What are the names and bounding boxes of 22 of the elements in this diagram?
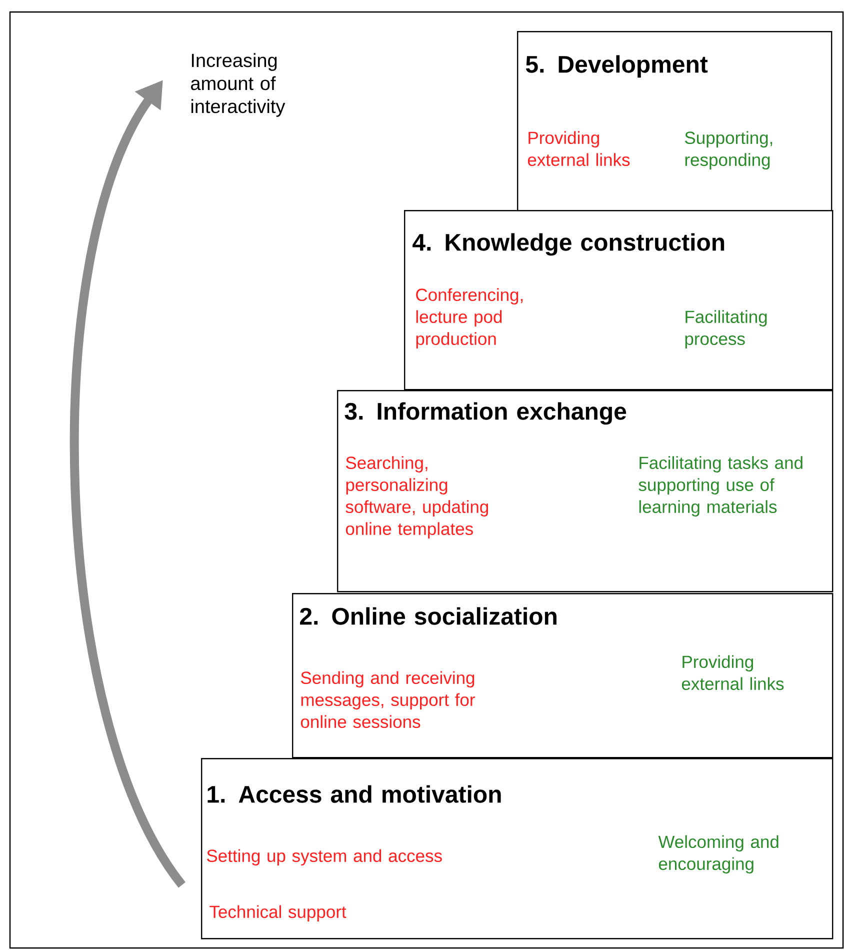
- technical-support-text: Sending and receiving messages, support for online sessions: [300, 671, 475, 728]
- stage-title: 4. Knowledge construction: [412, 233, 724, 256]
- stage-title: 3. Information exchange: [344, 402, 626, 425]
- moderator-role-text: Supporting, responding: [685, 131, 772, 170]
- technical-support-text: Providing external links: [528, 131, 630, 166]
- moderator-role-text: Welcoming and encouraging: [658, 835, 778, 874]
- stage-title: 2. Online socialization: [300, 607, 556, 625]
- stage-title: 5. Development: [526, 55, 708, 78]
- technical-support-text: Technical support: [210, 905, 346, 922]
- axis-label: Increasing amount of interactivity: [191, 53, 286, 117]
- stage-box: [201, 758, 834, 940]
- stage-box: [404, 210, 834, 390]
- technical-support-text: Searching, personalizing software, updating online templates: [346, 456, 488, 538]
- stage-box: [337, 390, 834, 592]
- technical-support-text: Setting up system and access: [207, 849, 442, 866]
- stage-box: [292, 593, 834, 758]
- moderator-role-text: Providing external links: [682, 655, 784, 690]
- technical-support-text: Conferencing, lecture pod production: [416, 288, 523, 348]
- moderator-role-text: Facilitating tasks and supporting use of learning materials: [638, 456, 802, 516]
- moderator-role-text: Facilitating process: [685, 310, 767, 348]
- stage-title: 1. Access and motivation: [208, 785, 501, 803]
- stage-box: [517, 31, 832, 212]
